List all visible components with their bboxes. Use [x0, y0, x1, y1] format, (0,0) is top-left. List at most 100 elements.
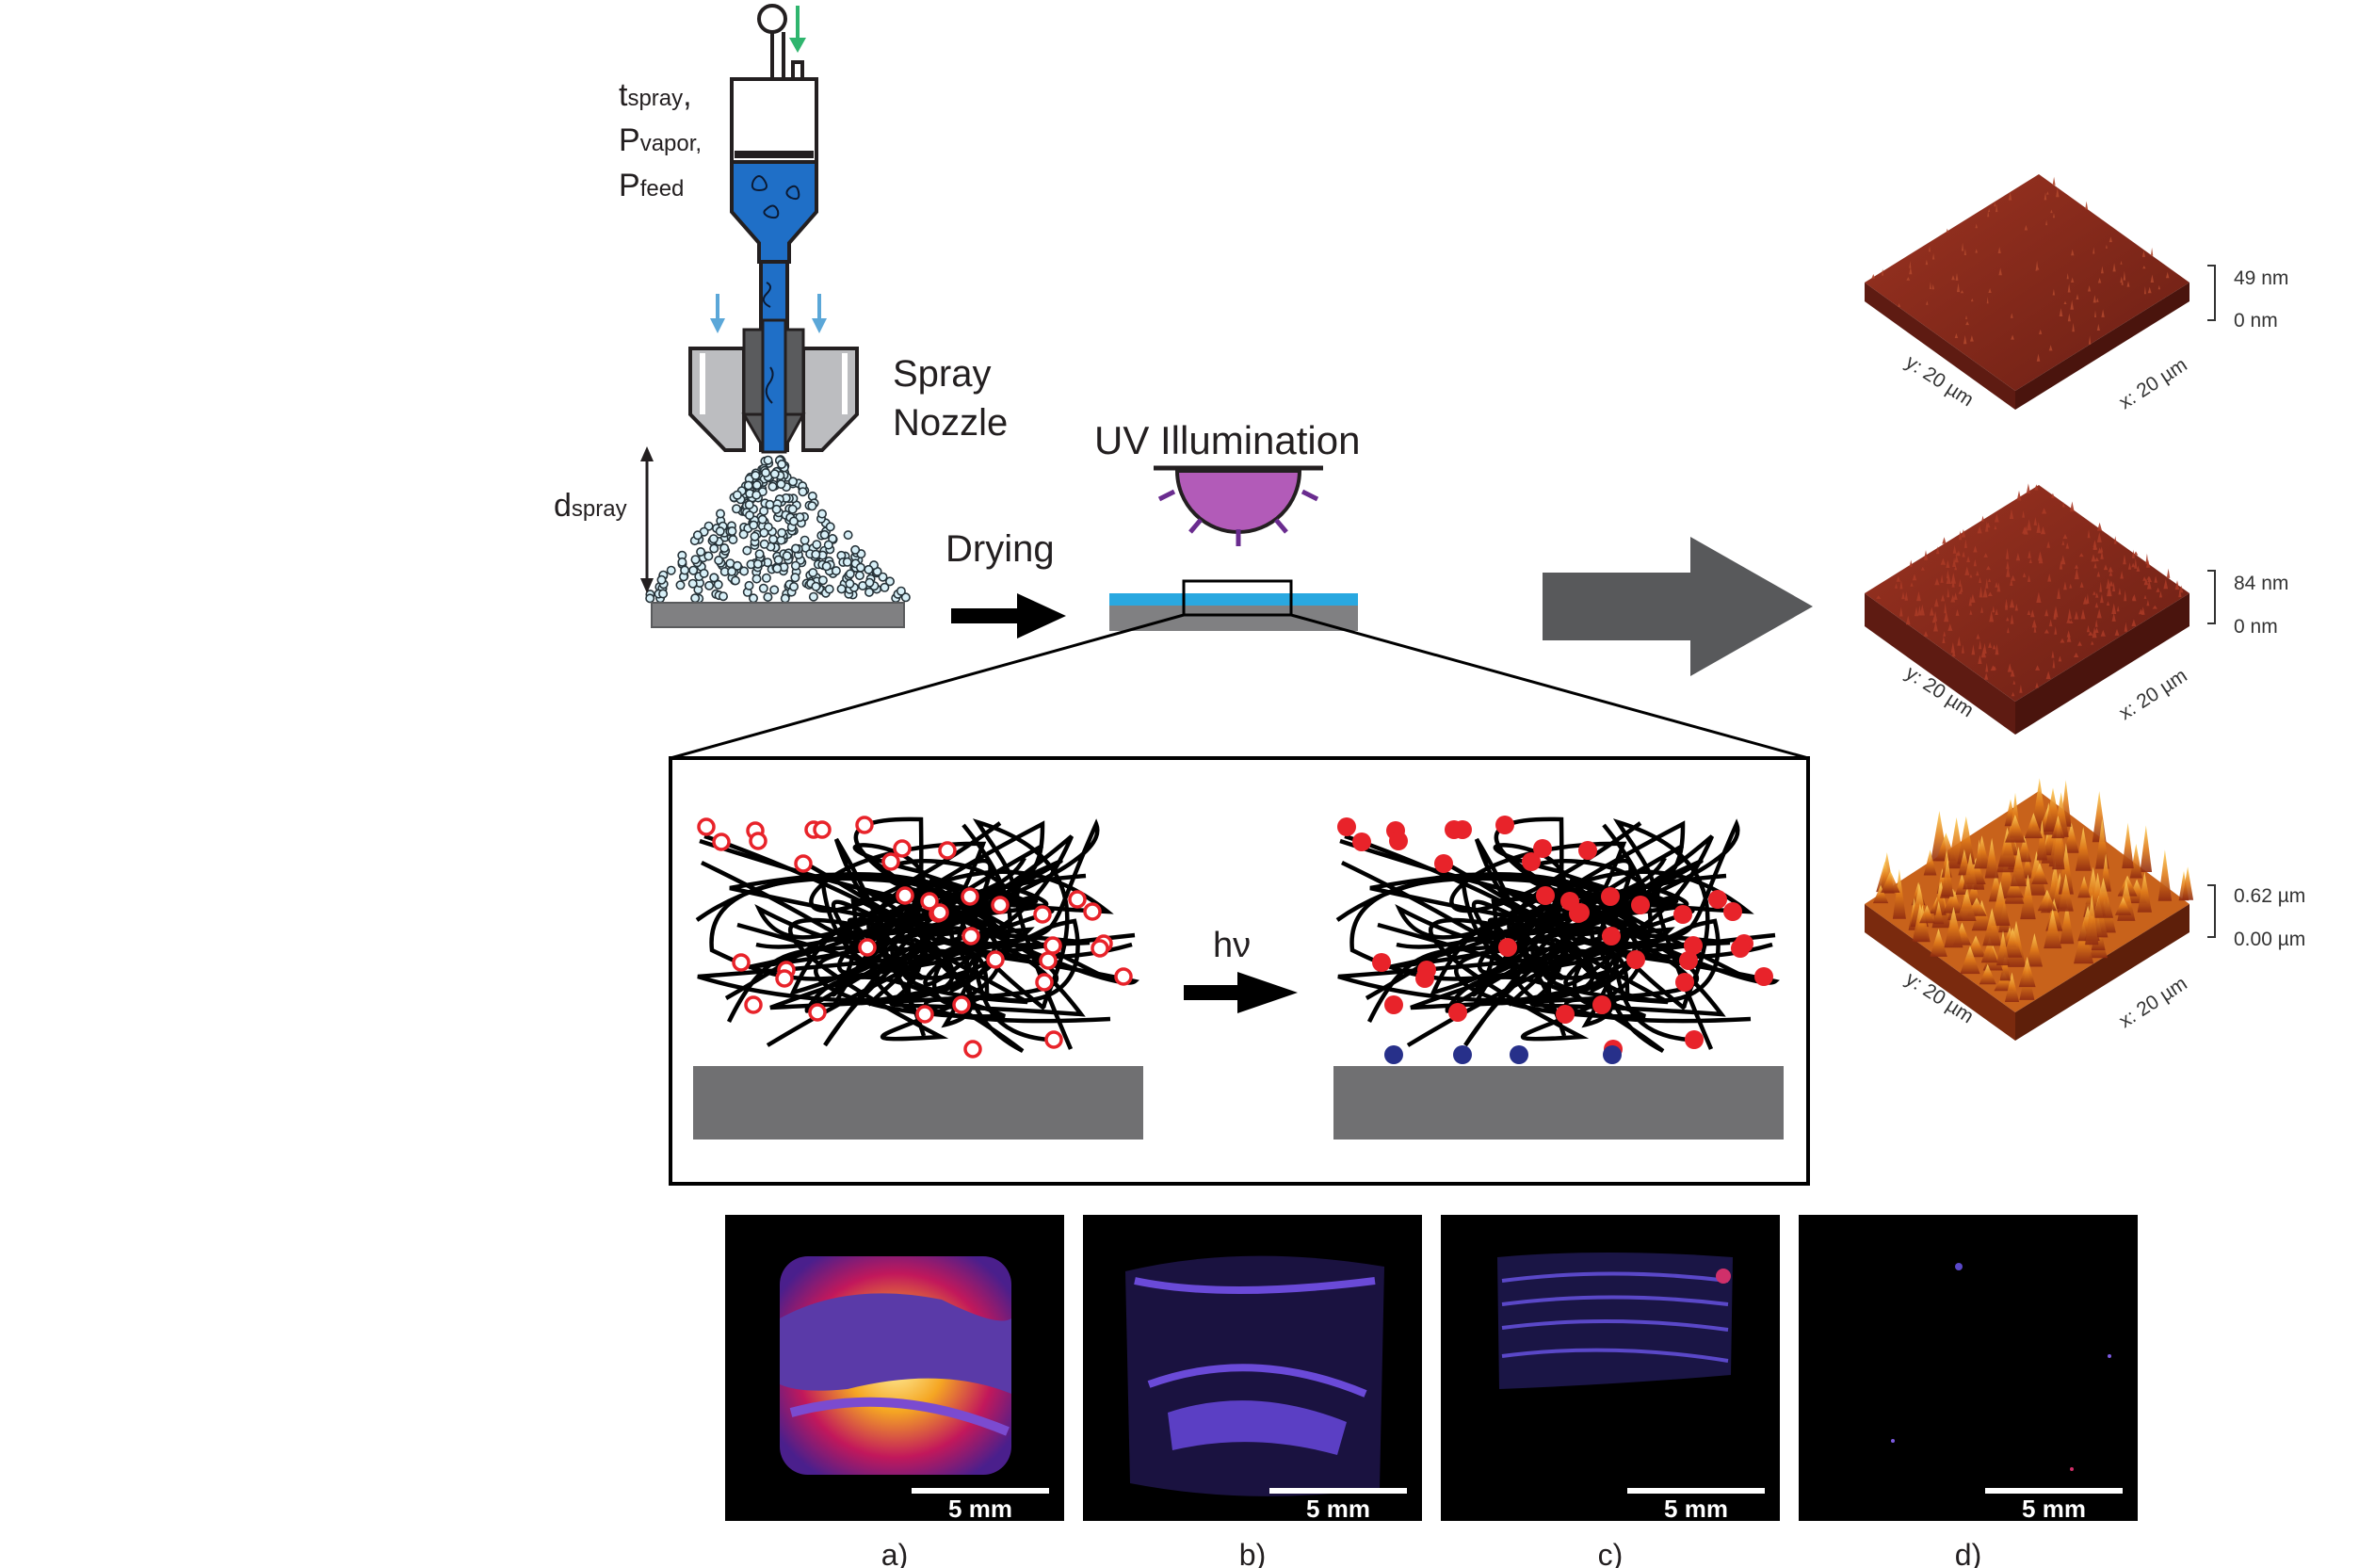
afm-peak: [2085, 201, 2089, 210]
afm-peak: [1892, 868, 1906, 919]
afm-peak: [2096, 323, 2100, 331]
afm-peak: [1995, 582, 1998, 588]
afm-peak: [2157, 849, 2173, 901]
afm-peak: [1984, 672, 1989, 680]
photoreactive-group-marker: [915, 1005, 934, 1024]
afm-peak: [1994, 525, 1997, 530]
coated-substrate: [1109, 579, 1358, 631]
afm-peak: [2069, 583, 2073, 589]
t-spray-label: tspray,: [619, 77, 692, 113]
photoreactive-group-marker: [1033, 905, 1052, 924]
afm-peak: [1901, 591, 1905, 600]
crosslink-marker: [1723, 902, 1742, 921]
afm-peak: [2012, 680, 2016, 685]
polymer-network-after: [1335, 816, 1781, 1064]
afm-peak: [2088, 631, 2093, 636]
afm-peak: [1977, 525, 1982, 534]
spray-droplet: [751, 490, 762, 500]
d-spray-label: dspray: [554, 488, 627, 524]
spray-droplet: [854, 571, 864, 581]
photoreactive-group-marker: [855, 816, 874, 834]
afm-peak: [2008, 191, 2012, 201]
afm-peak: [1968, 596, 1972, 606]
afm-peak: [2056, 187, 2060, 198]
spray-droplet: [845, 578, 855, 589]
afm-peak: [2052, 288, 2056, 296]
afm-peak: [1987, 210, 1990, 218]
afm-peak: [2092, 247, 2095, 254]
fluorescence-image-b: 5 mm: [1083, 1215, 1422, 1523]
afm-peak: [1988, 578, 1992, 582]
hv-label: hν: [1213, 926, 1251, 965]
gas-inlet-arrow-icon: [812, 294, 827, 333]
afm-peak: [1946, 228, 1948, 233]
spray-droplet: [687, 578, 698, 589]
afm-peak: [1933, 900, 1945, 925]
afm-peak: [1957, 816, 1976, 865]
afm-peak: [2152, 605, 2157, 609]
afm-peak: [1930, 929, 1947, 957]
afm-peak: [1989, 610, 1995, 622]
afm-peak: [1871, 274, 1876, 279]
spray-droplet: [696, 546, 706, 557]
afm-peak: [2124, 622, 2128, 632]
afm-peak: [2033, 624, 2037, 633]
afm-peak: [1929, 282, 1931, 289]
afm-peak: [2004, 598, 2009, 608]
caption-c: c): [1598, 1538, 1624, 1568]
afm-peak: [2022, 526, 2028, 534]
afm-peak: [2053, 608, 2057, 620]
afm-peak: [2109, 571, 2113, 576]
spray-droplet: [743, 480, 753, 491]
crosslink-marker: [1684, 936, 1703, 955]
afm-peak: [2063, 581, 2067, 590]
afm-peak: [2112, 581, 2116, 591]
afm-peak: [1966, 556, 1970, 562]
polymer-chain: [1445, 858, 1704, 1054]
afm-peak: [1988, 641, 1993, 648]
crosslink-marker: [1556, 1005, 1575, 1024]
photoreactive-group-marker: [893, 839, 912, 858]
afm-peak: [1992, 606, 1995, 613]
afm-peak: [2060, 638, 2065, 643]
crosslink-marker: [1448, 1003, 1467, 1022]
afm-peak: [2163, 578, 2169, 590]
afm-peak: [2101, 309, 2105, 317]
afm-peak: [2072, 322, 2075, 332]
spray-droplet: [759, 506, 769, 516]
plunger-knob: [757, 4, 787, 34]
afm-peak: [2174, 580, 2180, 590]
substrate-before: [693, 1066, 1143, 1140]
afm-peak: [2034, 484, 2039, 491]
afm-peak: [2009, 598, 2015, 608]
polymer-chain: [804, 858, 1063, 1054]
afm-peak: [2066, 272, 2069, 280]
afm-peak: [1954, 332, 1959, 338]
afm-peak: [2115, 897, 2132, 915]
afm-peak: [1915, 904, 1931, 943]
afm-2-x-label: x: 20 µm: [2115, 665, 2190, 724]
afm-peak: [1976, 570, 1979, 576]
spray-droplet: [823, 540, 833, 550]
drying-arrow-icon: [951, 593, 1066, 639]
afm-peak: [1982, 908, 2002, 946]
afm-peak: [2166, 568, 2171, 578]
spray-droplet: [845, 569, 855, 579]
caption-b: b): [1239, 1538, 1266, 1568]
afm-peak: [2100, 551, 2104, 559]
afm-peak: [1942, 636, 1946, 643]
spray-droplet: [782, 551, 792, 561]
afm-peak: [2026, 483, 2030, 493]
afm-peak: [2074, 568, 2079, 580]
spray-droplet: [744, 580, 754, 590]
afm-peak: [1971, 644, 1976, 655]
photoreactive-group-marker: [1039, 951, 1058, 970]
afm-peak: [2086, 624, 2091, 633]
afm-peak: [2047, 574, 2052, 582]
afm-peak: [1965, 321, 1969, 326]
afm-peak: [2178, 588, 2182, 598]
afm-peak: [2108, 587, 2112, 597]
spray-droplet: [777, 459, 787, 469]
photoreactive-group-marker: [961, 887, 979, 906]
afm-peak: [2005, 876, 2024, 898]
